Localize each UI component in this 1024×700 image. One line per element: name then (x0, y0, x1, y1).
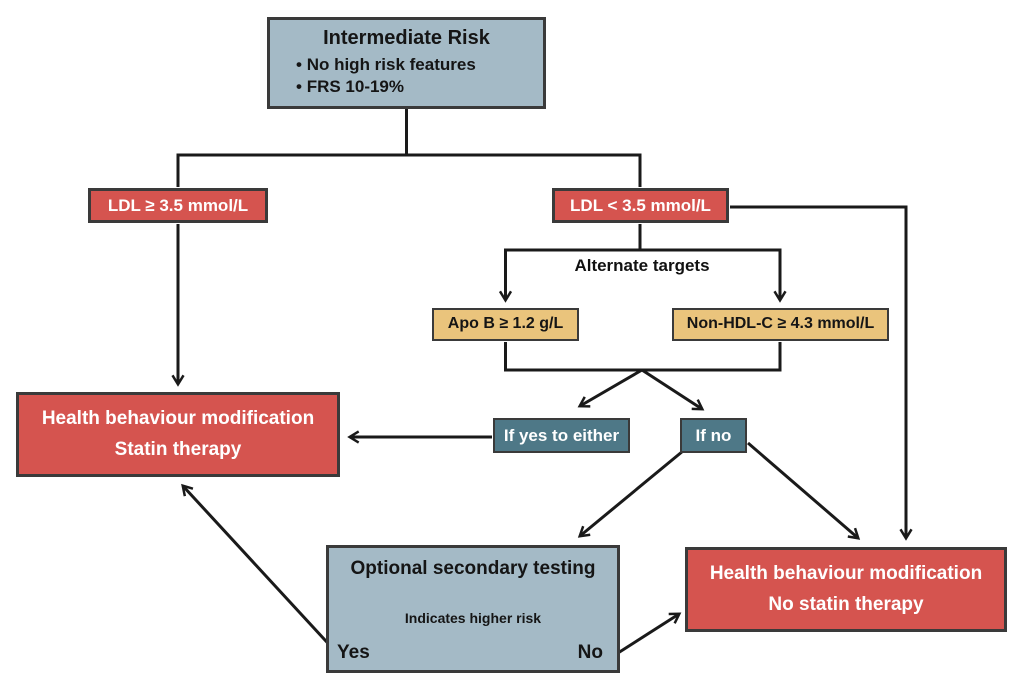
statin-line1: Health behaviour modification (41, 408, 315, 430)
edge-merge-to-ifyes (577, 368, 643, 408)
apo-b-label: Apo B ≥ 1.2 g/L (447, 315, 564, 333)
node-no-statin-therapy: Health behaviour modification No statin … (685, 547, 1007, 632)
edge-alt-split-arrows (498, 248, 787, 303)
node-ldl-low: LDL < 3.5 mmol/L (552, 188, 729, 223)
ldl-high-label: LDL ≥ 3.5 mmol/L (107, 195, 249, 215)
edge-ifno-to-secondary (577, 449, 684, 538)
edge-ifno-to-nostatin (747, 441, 861, 540)
node-non-hdl: Non-HDL-C ≥ 4.3 mmol/L (672, 308, 889, 341)
intermediate-risk-bullets: No high risk features FRS 10-19% (296, 53, 476, 96)
statin-line2: Statin therapy (114, 439, 242, 461)
if-yes-label: If yes to either (503, 425, 620, 445)
ldl-low-label: LDL < 3.5 mmol/L (570, 195, 711, 215)
edge-ldllow-loop-to-nostatin (730, 205, 913, 541)
edge-top-split (176, 109, 642, 187)
node-if-no: If no (680, 418, 747, 453)
node-ldl-high: LDL ≥ 3.5 mmol/L (88, 188, 268, 223)
intermediate-risk-title: Intermediate Risk (323, 27, 490, 49)
alternate-targets-label: Alternate targets (574, 256, 710, 275)
bullet-no-high-risk: No high risk features (296, 55, 476, 75)
edge-merge-to-ifno (641, 368, 705, 411)
secondary-no-label: No (577, 642, 603, 664)
secondary-testing-subtitle: Indicates higher risk (404, 609, 542, 626)
non-hdl-label: Non-HDL-C ≥ 4.3 mmol/L (686, 315, 875, 333)
node-intermediate-risk: Intermediate Risk No high risk features … (267, 17, 546, 109)
node-apo-b: Apo B ≥ 1.2 g/L (432, 308, 579, 341)
node-if-yes-to-either: If yes to either (493, 418, 630, 453)
no-statin-line1: Health behaviour modification (709, 563, 983, 585)
edge-alt-merge (504, 342, 782, 372)
if-no-label: If no (695, 425, 732, 445)
node-statin-therapy: Health behaviour modification Statin the… (16, 392, 340, 477)
bullet-frs: FRS 10-19% (296, 77, 476, 97)
secondary-testing-title: Optional secondary testing (350, 558, 596, 579)
node-optional-secondary-testing: Optional secondary testing Indicates hig… (326, 545, 620, 673)
edge-yes-to-statin (181, 483, 338, 654)
no-statin-line2: No statin therapy (768, 594, 924, 616)
secondary-yes-label: Yes (337, 642, 370, 664)
